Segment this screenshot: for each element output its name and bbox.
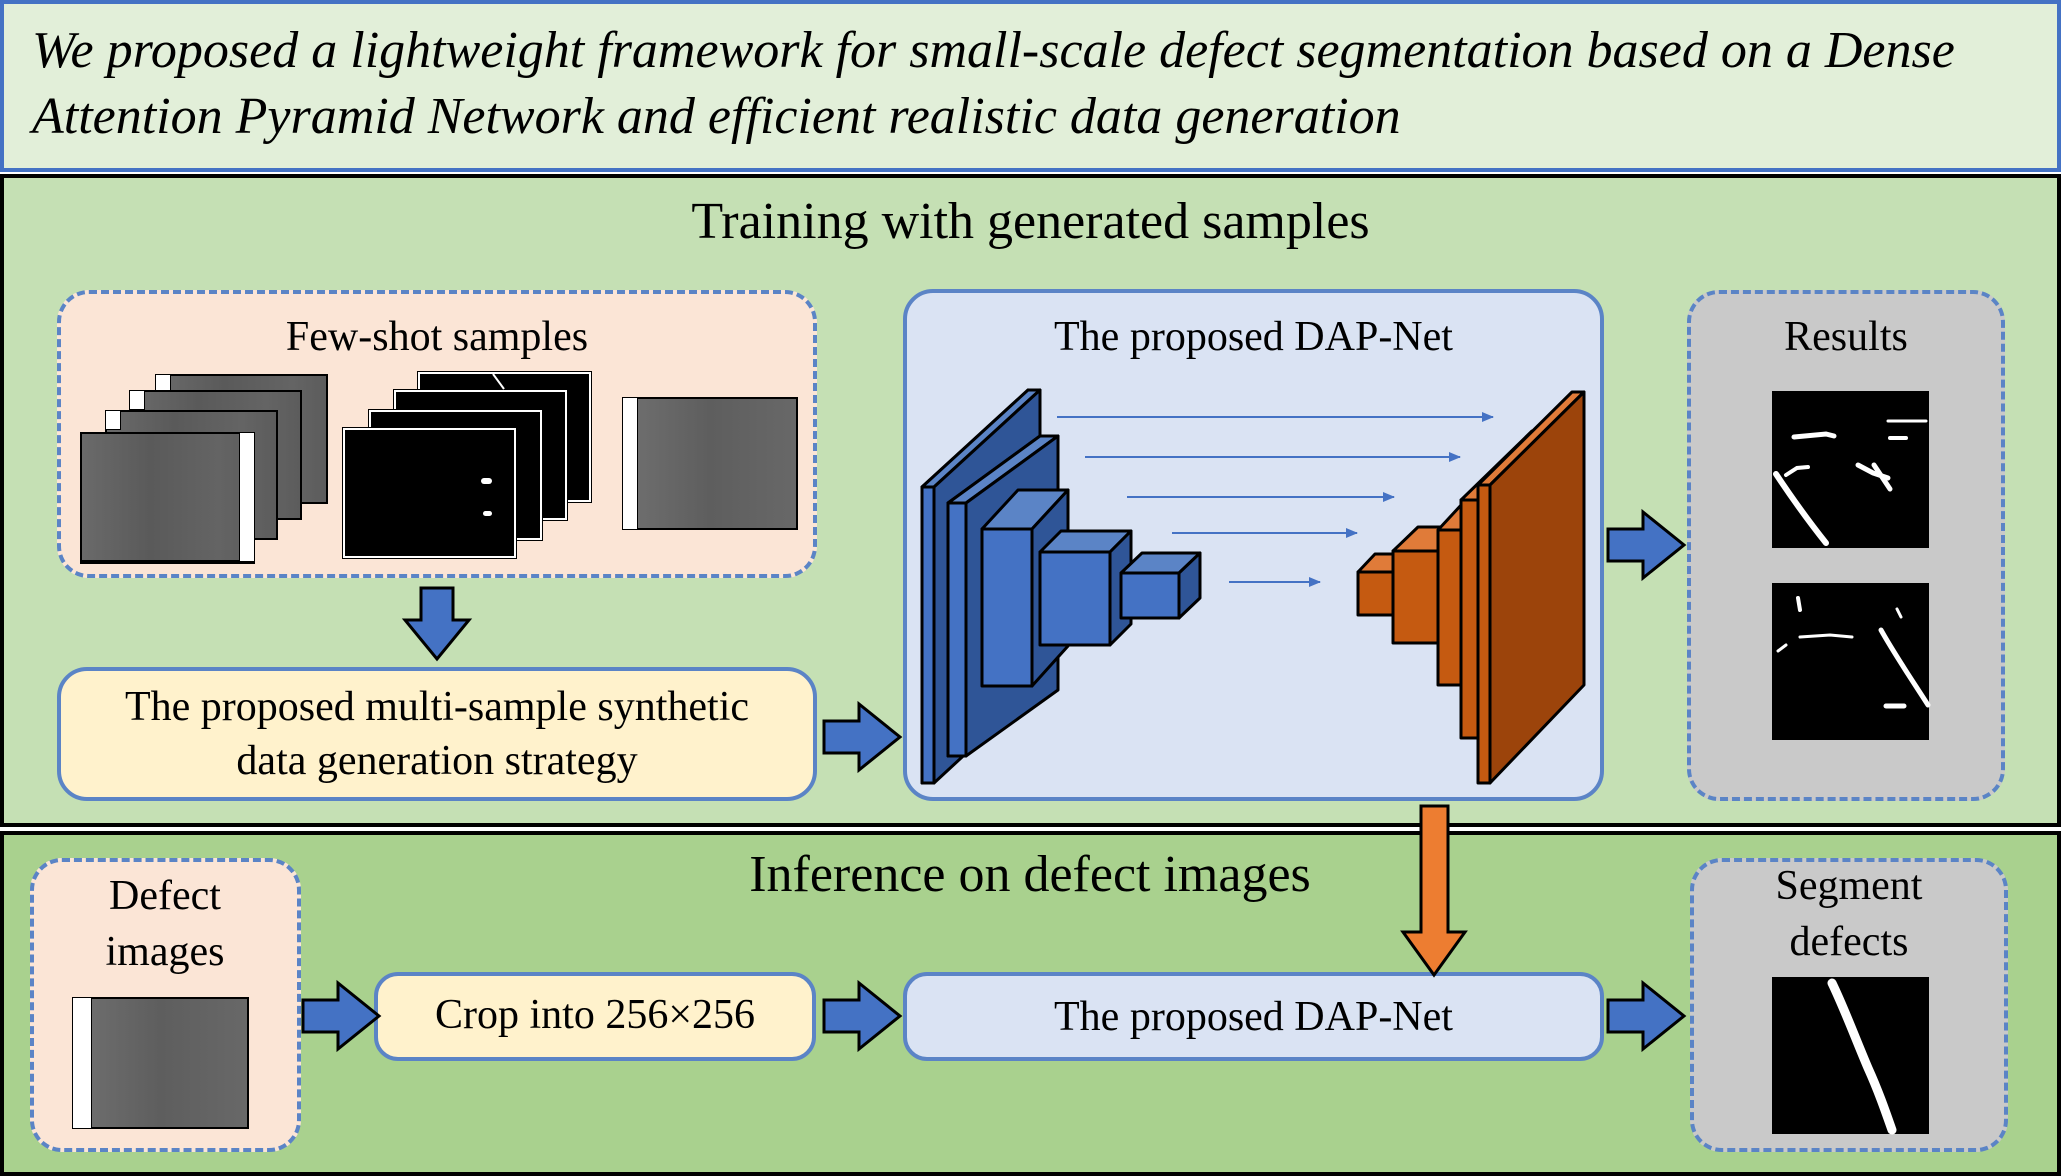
skip-connections [1057, 412, 1494, 587]
dapnet-inference-label: The proposed DAP-Net [1054, 994, 1453, 1040]
few-shot-label: Few-shot samples [285, 314, 589, 360]
defect-images-label: Defect images [105, 873, 225, 975]
result-defects [1773, 419, 1931, 709]
encoder-block [1038, 529, 1133, 647]
mask-defect-line [492, 373, 505, 390]
decoder-block [1476, 390, 1586, 785]
crop-label: Crop into 256×256 [434, 992, 756, 1038]
training-heading: Training with generated samples [691, 193, 1370, 250]
flow-arrows [301, 508, 1687, 1053]
right-arrow [822, 700, 903, 774]
decoder-block [1488, 390, 1586, 785]
model-transfer-arrow [1400, 804, 1468, 978]
encoder-blocks [920, 388, 1202, 785]
defect-image [72, 997, 249, 1129]
down-arrow [401, 586, 473, 662]
sample-image-front [80, 432, 255, 562]
mask-defect-spot [481, 478, 492, 484]
right-arrow [822, 979, 903, 1053]
decoder-block [1391, 525, 1465, 645]
strategy-label: The proposed multi-sample synthetic data… [124, 684, 750, 784]
image-white-strip [239, 432, 255, 562]
decoder-blocks [1356, 390, 1586, 785]
image-white-strip [622, 397, 638, 530]
right-arrow [1606, 979, 1687, 1053]
segmented-defect-stroke [1827, 978, 1897, 1135]
inference-heading: Inference on defect images [749, 846, 1311, 903]
right-arrow [301, 979, 382, 1053]
segment-label: Segment defects [1775, 863, 1923, 965]
mask-image-front [342, 427, 517, 559]
synthetic-sample-image [622, 397, 798, 530]
title-box [0, 0, 2061, 172]
right-arrow [1606, 508, 1687, 582]
dapnet-training-label: The proposed DAP-Net [1054, 314, 1453, 360]
segment-output-image [1772, 977, 1929, 1134]
encoder-block [1119, 551, 1202, 620]
image-margin [129, 390, 145, 410]
mask-defect-spot [483, 511, 492, 516]
image-white-strip [72, 997, 92, 1129]
strategy-box [57, 667, 817, 801]
diagram-title: We proposed a lightweight framework for … [32, 22, 1955, 145]
image-margin [105, 410, 121, 430]
results-label: Results [1784, 314, 1908, 360]
dapnet-inference-box [903, 972, 1604, 1061]
